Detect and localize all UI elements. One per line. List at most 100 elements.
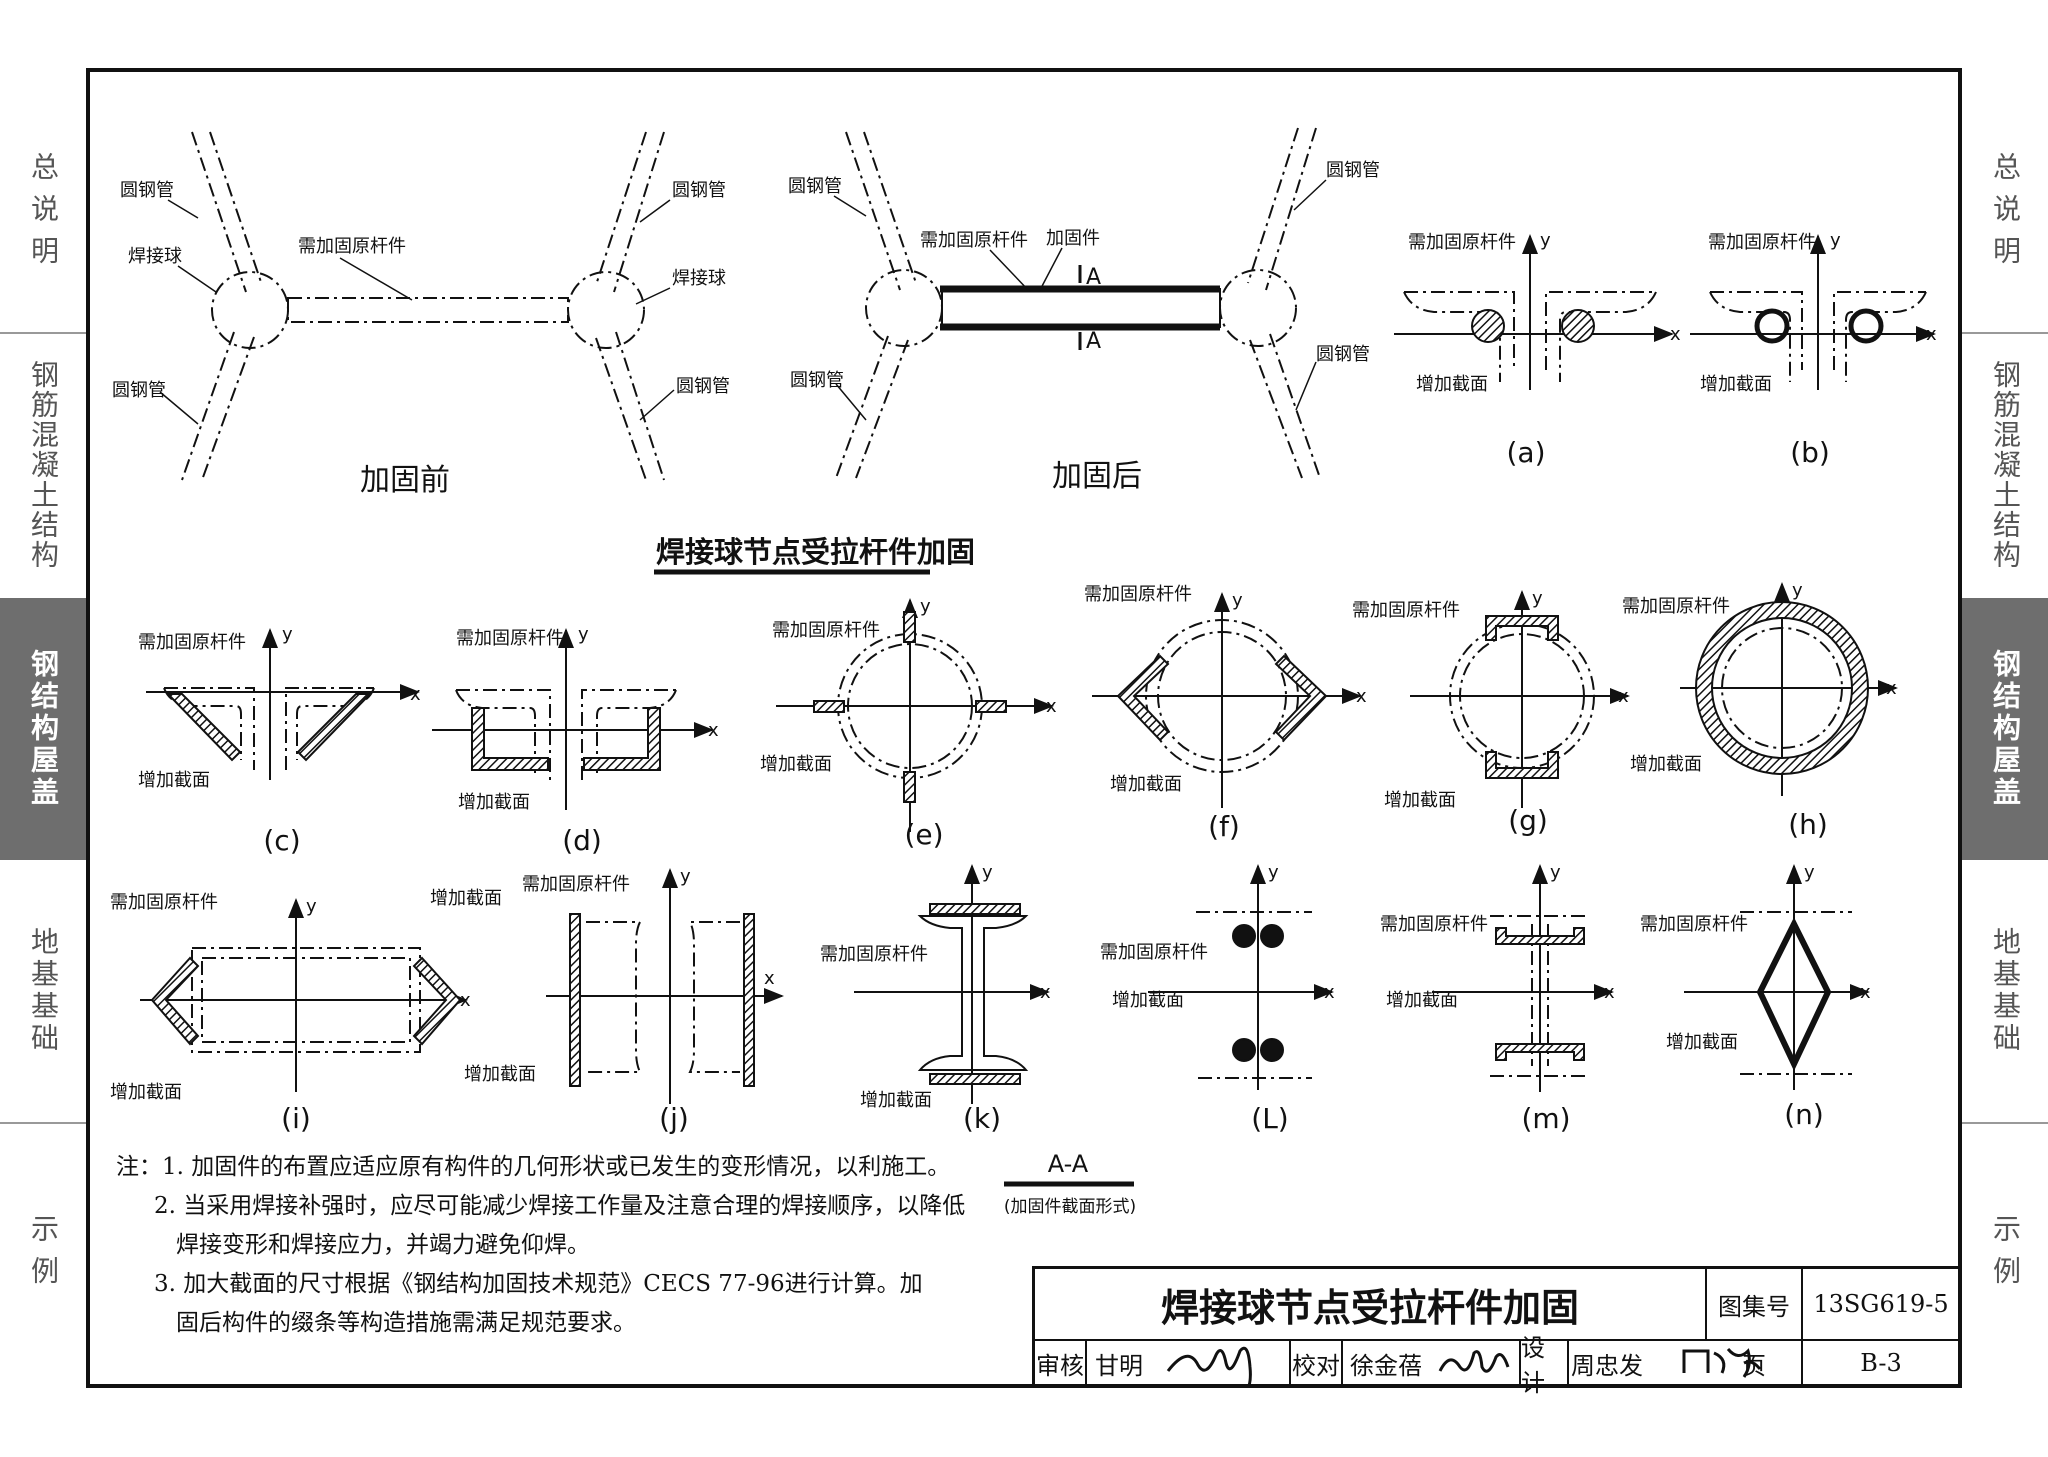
sidebar-item-example[interactable]: 示例 — [1989, 1214, 2022, 1298]
axis-y: y — [680, 866, 691, 887]
axis-y: y — [920, 596, 931, 617]
drawing-title: 焊接球节点受拉杆件加固 — [1035, 1269, 1707, 1341]
axis-y: y — [1792, 580, 1803, 601]
label-member: 需加固原杆件 — [110, 892, 218, 913]
node-after-labels: 圆钢管 需加固原杆件 加固件 A A 圆钢管 圆钢管 圆钢管 加固后 — [788, 160, 1380, 494]
label-pipe: 圆钢管 — [672, 180, 726, 201]
label-added: 增加截面 — [458, 792, 530, 813]
label-member: 需加固原杆件 — [1622, 596, 1730, 617]
label-member: 需加固原杆件 — [1380, 914, 1488, 935]
designer-name: 周忠发 — [1571, 1351, 1643, 1380]
label-member: 需加固原杆件 — [1640, 914, 1748, 935]
label-added: 增加截面 — [760, 754, 832, 775]
caption-h: (h) — [1788, 808, 1828, 841]
label-member: 需加固原杆件 — [1100, 942, 1208, 963]
detail-e — [776, 598, 1054, 832]
label-member: 需加固原杆件 — [138, 632, 246, 653]
sidebar-item-concrete[interactable]: 钢筋混凝土结构 — [1989, 360, 2022, 570]
caption-j: (j) — [659, 1102, 689, 1135]
label-added: 增加截面 — [1110, 774, 1182, 795]
caption-i: (i) — [281, 1102, 311, 1135]
node-before-diagram — [181, 131, 665, 481]
detail-b — [1690, 234, 1936, 390]
detail-k — [854, 864, 1050, 1104]
label-pipe: 圆钢管 — [112, 380, 166, 401]
label-member: 需加固原杆件 — [820, 944, 928, 965]
detail-L — [1148, 864, 1334, 1090]
caption-k: (k) — [963, 1102, 1001, 1135]
label-member: 需加固原杆件 — [920, 230, 1028, 251]
label-pipe: 圆钢管 — [790, 370, 844, 391]
leader-lines — [159, 199, 675, 425]
detail-n — [1684, 864, 1870, 1090]
axis-x: x — [1618, 686, 1629, 707]
drawing-frame — [86, 68, 1962, 1388]
detail-j — [546, 868, 784, 1104]
section-mark-bottom: A — [1086, 329, 1101, 354]
detail-captions: (a) (b) (c) (d) (e) (f) (g) (h) (i) (j) … — [263, 436, 1829, 1135]
label-added: 增加截面 — [110, 1082, 182, 1103]
caption-e: (e) — [904, 818, 943, 851]
axis-y: y — [1550, 862, 1561, 883]
reviewer-signature — [1151, 1341, 1291, 1385]
axis-y: y — [1268, 862, 1279, 883]
detail-labels: 需加固原杆件 增加截面 需加固原杆件 增加截面 需加固原杆件 增加截面 需加固原… — [110, 232, 1816, 1111]
section-subtitle: (加固件截面形式) — [1004, 1197, 1136, 1217]
axis-y: y — [578, 624, 589, 645]
label-reinforce: 加固件 — [1046, 228, 1100, 249]
axis-y: y — [1804, 862, 1815, 883]
sidebar-divider — [0, 332, 86, 334]
page-label: 页 — [1707, 1341, 1803, 1385]
sidebar-item-foundation[interactable]: 地基基础 — [1989, 927, 2022, 1055]
axis-x: x — [1926, 324, 1937, 345]
atlas-label: 图集号 — [1707, 1269, 1803, 1341]
sidebar-item-foundation[interactable]: 地基基础 — [27, 927, 60, 1055]
sidebar-item-general[interactable]: 总说明 — [1989, 152, 2022, 278]
caption-after: 加固后 — [1052, 459, 1142, 494]
axis-labels: yx yx yx yx yx yx yx yx yx yx yx yx yx y… — [282, 230, 1937, 1011]
leader-lines — [833, 179, 1327, 421]
section-title: A-A — [1048, 1150, 1089, 1178]
axis-x: x — [708, 720, 719, 741]
node-after-diagram — [835, 127, 1321, 479]
label-member: 需加固原杆件 — [298, 236, 406, 257]
caption-a: (a) — [1506, 436, 1545, 469]
axis-x: x — [1670, 324, 1681, 345]
detail-h — [1680, 582, 1898, 796]
title-block: 焊接球节点受拉杆件加固 图集号 13SG619-5 审核 甘明 校对 徐金蓓 设… — [1032, 1266, 1962, 1397]
label-member: 需加固原杆件 — [1708, 232, 1816, 253]
label-added: 增加截面 — [1384, 790, 1456, 811]
label-pipe: 圆钢管 — [1316, 344, 1370, 365]
sidebar-item-general[interactable]: 总说明 — [27, 152, 60, 278]
label-added: 增加截面 — [464, 1064, 536, 1085]
sidebar-item-steel-roof[interactable]: 钢结构屋盖 — [0, 598, 86, 860]
label-member: 需加固原杆件 — [456, 628, 564, 649]
axis-x: x — [1046, 696, 1057, 717]
label-added: 增加截面 — [1112, 990, 1184, 1011]
sidebar-item-steel-roof[interactable]: 钢结构屋盖 — [1962, 598, 2048, 860]
notes: 注：1. 加固件的布置应适应原有构件的几何形状或已发生的变形情况，以利施工。 2… — [116, 1148, 965, 1343]
axis-y: y — [1830, 230, 1841, 251]
design-label: 设计 — [1521, 1334, 1569, 1397]
label-added: 增加截面 — [430, 888, 502, 909]
caption-L: (L) — [1251, 1102, 1288, 1135]
label-added: 增加截面 — [1630, 754, 1702, 775]
caption-n: (n) — [1784, 1098, 1824, 1131]
caption-b: (b) — [1790, 436, 1830, 469]
label-added: 增加截面 — [860, 1090, 932, 1111]
label-added: 增加截面 — [1700, 374, 1772, 395]
reviewer-name: 甘明 — [1095, 1351, 1143, 1380]
axis-y: y — [282, 624, 293, 645]
axis-x: x — [1324, 982, 1335, 1003]
axis-x: x — [410, 684, 421, 705]
label-member: 需加固原杆件 — [1084, 584, 1192, 605]
label-ball: 焊接球 — [128, 246, 182, 267]
checker-name: 徐金蓓 — [1350, 1351, 1422, 1380]
sidebar-item-example[interactable]: 示例 — [27, 1214, 60, 1298]
checker-signature — [1429, 1341, 1521, 1385]
sidebar-item-concrete[interactable]: 钢筋混凝土结构 — [27, 360, 60, 570]
axis-x: x — [1040, 982, 1051, 1003]
label-pipe: 圆钢管 — [1326, 160, 1380, 181]
node-before-labels: 圆钢管 焊接球 需加固原杆件 圆钢管 圆钢管 焊接球 圆钢管 加固前 — [112, 180, 730, 498]
